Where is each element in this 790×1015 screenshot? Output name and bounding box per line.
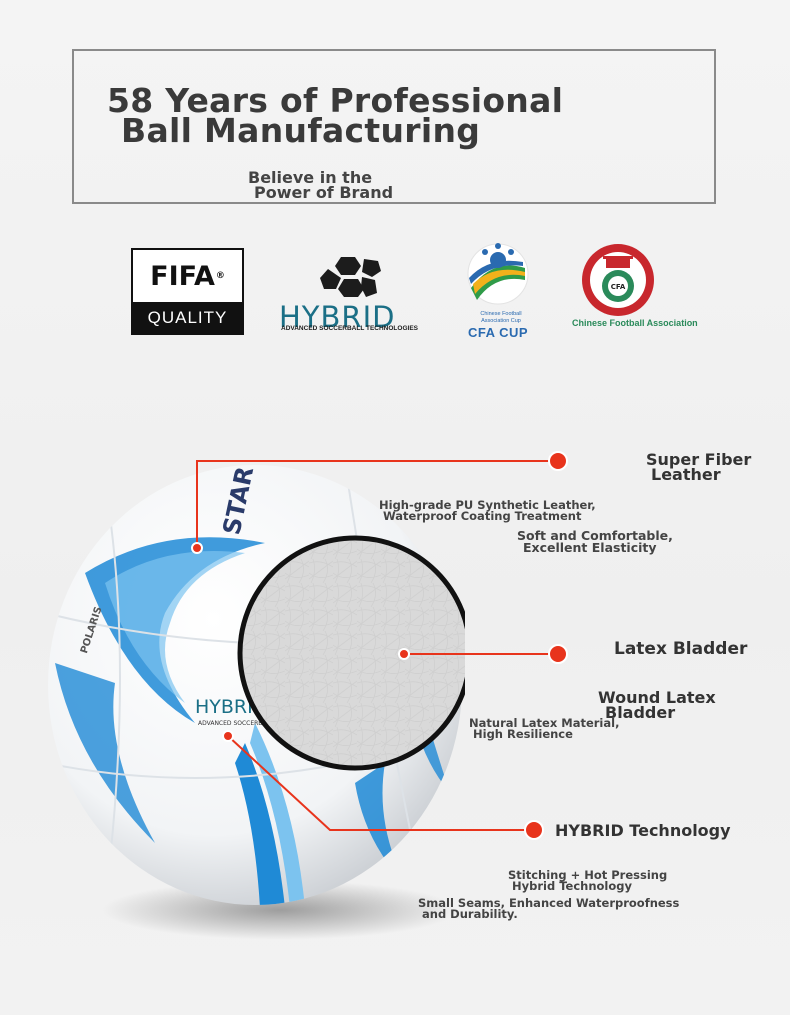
tagline: Believe in the Power of Brand: [248, 168, 394, 202]
headline-line-1: 58 Years of Professional: [107, 81, 564, 120]
fifa-word: FIFA: [150, 260, 215, 292]
feature-hybrid-title: HYBRID Technology: [555, 821, 731, 840]
cfa-caption: Chinese Football Association: [572, 318, 698, 328]
feature-hybrid-desc-1-line-1: Stitching + Hot Pressing: [508, 868, 668, 882]
fifa-quality-logo: FIFA® QUALITY: [131, 248, 244, 335]
tagline-line-2: Power of Brand: [254, 183, 394, 202]
feature-hybrid-desc-2: Small Seams, Enhanced Waterproofness and…: [418, 896, 680, 921]
cfa-emblem-icon: CFA: [582, 244, 654, 316]
feature-fiber-title-line-1: Super Fiber: [646, 450, 752, 469]
cfa-cup-word: CFA CUP: [468, 325, 529, 340]
feature-bladder-title: Latex Bladder: [614, 639, 748, 659]
feature-hybrid-desc-1: Stitching + Hot Pressing Hybrid Technolo…: [508, 868, 668, 893]
hybrid-hexagon-icon: [320, 257, 381, 297]
hybrid-subtitle: ADVANCED SOCCERBALL TECHNOLOGIES: [281, 325, 418, 332]
feature-fiber-title-line-2: Leather: [651, 465, 721, 484]
soccer-ball-image: STAR HYBRID ADVANCED SOCCERBALL POLARIS: [48, 464, 465, 905]
feature-fiber-title: Super Fiber Leather: [646, 450, 752, 484]
feature-bladder-sub-line-2: Bladder: [605, 703, 676, 722]
cfa-cup-emblem-icon: [467, 243, 529, 305]
fifa-logo-top: FIFA®: [133, 250, 242, 302]
feature-hybrid-desc-1-line-2: Hybrid Technology: [512, 879, 632, 893]
registered-mark: ®: [215, 271, 225, 281]
callout-dot-fiber: [548, 451, 568, 471]
feature-fiber-desc-2-line-1: Soft and Comfortable,: [517, 528, 673, 543]
tagline-line-1: Believe in the: [248, 168, 373, 187]
header-frame: [72, 49, 716, 204]
callout-dot-hybrid: [524, 820, 544, 840]
cfa-cup-caption: Chinese Football Association Cup: [480, 311, 522, 324]
callout-dot-bladder: [548, 644, 568, 664]
feature-bladder-desc-line-2: High Resilience: [473, 727, 573, 741]
headline-line-2: Ball Manufacturing: [121, 111, 481, 150]
feature-fiber-desc-1-line-1: High-grade PU Synthetic Leather,: [379, 498, 596, 512]
feature-fiber-desc-2-line-2: Excellent Elasticity: [523, 540, 657, 555]
feature-bladder-sub: Wound Latex Bladder: [598, 688, 716, 722]
feature-bladder-desc: Natural Latex Material, High Resilience: [469, 716, 620, 741]
feature-fiber-desc-1: High-grade PU Synthetic Leather, Waterpr…: [379, 498, 596, 523]
feature-hybrid-desc-2-line-1: Small Seams, Enhanced Waterproofness: [418, 896, 680, 910]
feature-hybrid-desc-2-line-2: and Durability.: [422, 907, 518, 921]
ball-hybrid-sub: ADVANCED SOCCERBALL: [198, 720, 274, 727]
feature-fiber-desc-2: Soft and Comfortable, Excellent Elastici…: [517, 528, 673, 555]
feature-bladder-desc-line-1: Natural Latex Material,: [469, 716, 620, 730]
feature-bladder-sub-line-1: Wound Latex: [598, 688, 716, 707]
feature-fiber-desc-1-line-2: Waterproof Coating Treatment: [383, 509, 582, 523]
hybrid-word: HYBRID: [279, 300, 396, 334]
svg-text:CFA: CFA: [611, 283, 626, 291]
fifa-quality-text: QUALITY: [147, 308, 228, 327]
headline: 58 Years of Professional Ball Manufactur…: [107, 81, 667, 150]
